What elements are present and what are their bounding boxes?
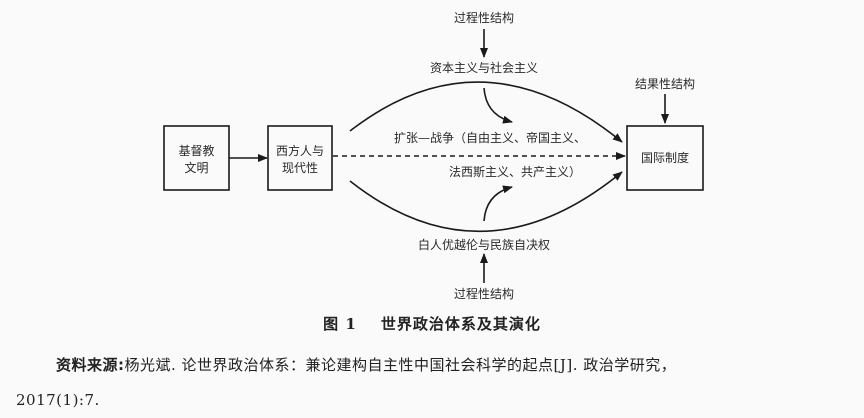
source-text-line1: 杨光斌. 论世界政治体系：兼论建构自主性中国社会科学的起点[J]. 政治学研究， [124,356,677,374]
box-western-modernity: 西方人与 现代性 [267,125,333,191]
label-top-process-structure: 过程性结构 [454,10,514,25]
top-influence-arrow [483,87,513,124]
bottom-influence-arrow [483,185,513,222]
figure-caption: 图 1 世界政治体系及其演化 [0,313,864,334]
world-political-system-diagram: 基督教 文明 西方人与 现代性 国际制度 过程性结构 资本主义与社会主义 扩张—… [163,10,704,301]
box-christian-civilization-line2: 文明 [184,160,208,175]
label-expansion-war-line1: 扩张—战争（自由主义、帝国主义、 [394,130,586,145]
box-international-institutions: 国际制度 [626,125,704,191]
label-result-structure: 结果性结构 [635,76,695,91]
box-christian-civilization: 基督教 文明 [163,125,230,191]
source-label: 资料来源 [56,356,119,374]
source-text-line2: 2017(1):7. [16,391,100,409]
label-capitalism-socialism: 资本主义与社会主义 [430,60,538,75]
source-citation: 资料来源:杨光斌. 论世界政治体系：兼论建构自主性中国社会科学的起点[J]. 政… [0,348,864,418]
box-international-institutions-label: 国际制度 [641,150,689,165]
label-white-supremacy-self-determination: 白人优越伦与民族自决权 [418,237,550,252]
label-bottom-process-structure: 过程性结构 [454,286,514,301]
top-arc-arrow [349,81,623,143]
figure-number: 图 1 [323,315,357,333]
label-expansion-war-line2: 法西斯主义、共产主义） [449,165,581,179]
box-western-modernity-line2: 现代性 [282,161,318,175]
source-colon: : [118,356,125,374]
figure-title: 世界政治体系及其演化 [380,315,541,333]
box-western-modernity-line1: 西方人与 [276,143,324,158]
box-christian-civilization-line1: 基督教 [178,143,214,158]
bottom-arc-arrow [349,171,623,233]
